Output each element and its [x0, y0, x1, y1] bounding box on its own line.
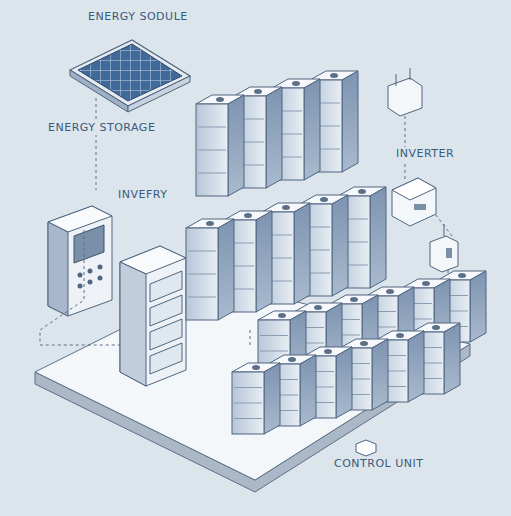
platform	[35, 282, 470, 492]
inverter-device	[388, 68, 458, 272]
storage-rack	[120, 246, 186, 386]
title-label: ENERGY SODULE	[86, 10, 190, 24]
part-label: INVEFRY	[116, 188, 169, 202]
battery-cabinet	[232, 363, 280, 434]
rack-drawer	[150, 343, 182, 374]
control-unit-cube	[356, 440, 376, 456]
battery-cabinet	[196, 95, 244, 196]
part-label: CONTROL UNIT	[332, 457, 425, 471]
part-label: ENERGY STORAGE	[46, 121, 157, 135]
control-panel	[48, 206, 112, 316]
battery-cabinet	[186, 219, 234, 320]
part-label: INVERTER	[394, 147, 456, 161]
solar-panel	[70, 40, 190, 112]
